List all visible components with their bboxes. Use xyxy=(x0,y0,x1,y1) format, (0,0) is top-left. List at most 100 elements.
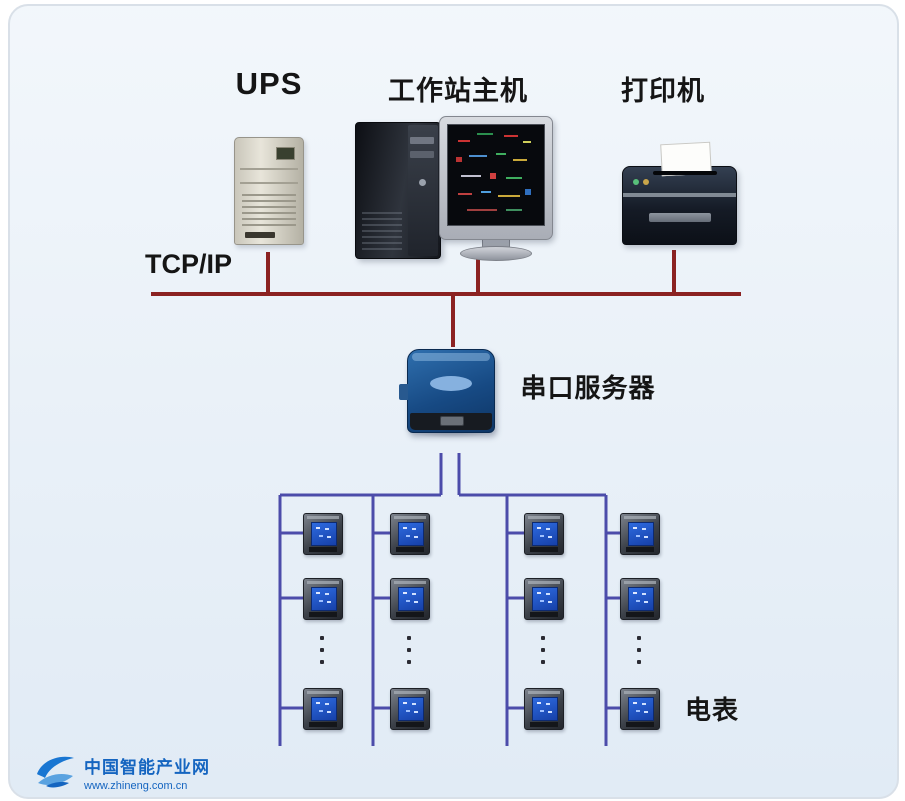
ellipsis-dot xyxy=(541,636,545,640)
meter-terminal-strip xyxy=(309,547,337,552)
inkjet-printer-icon xyxy=(622,141,737,245)
ellipsis-dot xyxy=(320,636,324,640)
meter-top-rail xyxy=(307,516,339,519)
monitor-stand-base xyxy=(460,246,532,261)
meter-top-rail xyxy=(528,691,560,694)
ellipsis-dot xyxy=(407,636,411,640)
ellipsis-dot xyxy=(637,648,641,652)
meter-top-rail xyxy=(394,691,426,694)
power-meter-icon xyxy=(620,578,660,620)
meter-display xyxy=(532,522,558,546)
ellipsis-dot xyxy=(320,660,324,664)
meter-display xyxy=(398,587,424,611)
meter-terminal-strip xyxy=(309,722,337,727)
scada-pixel xyxy=(467,209,498,211)
meter-display xyxy=(311,697,337,721)
meter-top-rail xyxy=(624,691,656,694)
power-meter-icon xyxy=(620,688,660,730)
scada-pixel xyxy=(455,157,462,162)
meter-display xyxy=(628,587,654,611)
scada-pixel xyxy=(469,155,488,157)
scada-pixel xyxy=(505,177,522,179)
meter-display xyxy=(311,522,337,546)
ellipsis-dot xyxy=(637,660,641,664)
serial-server-label: 串口服务器 xyxy=(520,373,656,403)
meter-terminal-strip xyxy=(626,722,654,727)
power-meter-icon xyxy=(620,513,660,555)
meter-label: 电表 xyxy=(684,695,739,725)
power-meter-icon xyxy=(390,578,430,620)
ups-groove xyxy=(240,168,298,170)
printer-status-led xyxy=(643,179,649,185)
meter-top-rail xyxy=(307,691,339,694)
meter-terminal-strip xyxy=(626,612,654,617)
meter-display xyxy=(532,697,558,721)
meter-top-rail xyxy=(307,581,339,584)
optical-drive-bay xyxy=(410,137,434,144)
scada-pixel xyxy=(503,135,518,137)
ellipsis-dot xyxy=(320,648,324,652)
ups-groove xyxy=(240,182,298,184)
power-meter-icon xyxy=(303,513,343,555)
printer-label: 打印机 xyxy=(621,76,705,106)
ellipsis-dot xyxy=(541,660,545,664)
ups-display xyxy=(276,147,295,160)
tower-front-face xyxy=(408,125,438,256)
meter-terminal-strip xyxy=(530,612,558,617)
meter-top-rail xyxy=(528,516,560,519)
meter-terminal-strip xyxy=(530,547,558,552)
meter-top-rail xyxy=(528,581,560,584)
desktop-computer-icon xyxy=(355,122,441,259)
scada-pixel xyxy=(457,193,472,195)
scada-pixel xyxy=(461,175,482,177)
scada-pixel xyxy=(480,191,491,193)
meter-terminal-strip xyxy=(530,722,558,727)
serial-device-server-icon xyxy=(399,349,495,433)
scada-pixel xyxy=(457,140,470,142)
monitor-icon xyxy=(439,116,553,240)
more-meters-ellipsis xyxy=(533,636,553,664)
scada-pixel xyxy=(496,153,506,155)
workstation-label: 工作站主机 xyxy=(388,76,528,106)
meter-terminal-strip xyxy=(396,547,424,552)
site-watermark: 中国智能产业网 www.zhineng.com.cn xyxy=(34,752,210,792)
scada-screen xyxy=(447,124,545,226)
meter-terminal-strip xyxy=(309,612,337,617)
meter-display xyxy=(532,587,558,611)
diagram-panel: UPS 工作站主机 打印机 TCP/IP 串口服务器 电表 xyxy=(8,4,899,799)
ellipsis-dot xyxy=(541,648,545,652)
meter-terminal-strip xyxy=(396,612,424,617)
power-meter-icon xyxy=(390,513,430,555)
server-logo-oval xyxy=(430,376,472,391)
scada-pixel xyxy=(490,173,497,179)
power-meter-icon xyxy=(524,688,564,730)
scada-pixel xyxy=(476,133,493,135)
meter-display xyxy=(398,697,424,721)
ups-vent-grille xyxy=(242,194,296,228)
tcpip-label: TCP/IP xyxy=(145,249,233,279)
power-button-dot xyxy=(419,179,426,186)
scada-pixel xyxy=(524,189,531,195)
site-url: www.zhineng.com.cn xyxy=(84,779,188,792)
power-meter-icon xyxy=(524,578,564,620)
power-meter-icon xyxy=(524,513,564,555)
meter-top-rail xyxy=(624,581,656,584)
optical-drive-bay xyxy=(410,151,434,158)
paper-feed-slot xyxy=(653,171,717,175)
ups-outlet-slot xyxy=(245,232,275,238)
meter-terminal-strip xyxy=(626,547,654,552)
ups-tower-icon xyxy=(234,137,304,245)
meter-top-rail xyxy=(624,516,656,519)
meter-display xyxy=(398,522,424,546)
printer-trim-band xyxy=(623,193,736,197)
meter-display xyxy=(628,522,654,546)
ups-label: UPS xyxy=(235,66,303,101)
site-name: 中国智能产业网 xyxy=(84,757,210,777)
ellipsis-dot xyxy=(407,660,411,664)
scada-pixel xyxy=(497,195,520,197)
ellipsis-dot xyxy=(637,636,641,640)
meter-display xyxy=(628,697,654,721)
power-meter-icon xyxy=(303,688,343,730)
serial-port-connector xyxy=(440,416,464,426)
